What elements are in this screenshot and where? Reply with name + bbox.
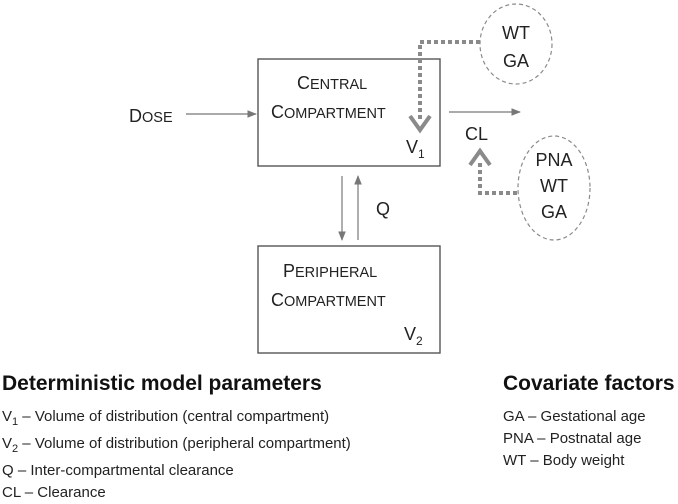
- covariate-list-volume: WT GA: [502, 23, 530, 71]
- covariate-ellipse-clearance: [517, 135, 591, 241]
- cl-label: CL: [465, 124, 488, 144]
- peripheral-label-line1: PERIPHERAL: [283, 261, 377, 281]
- dose-label: DOSE: [129, 106, 173, 126]
- param-symbol: CL: [2, 484, 21, 501]
- legend-param-item: CL – Clearance: [2, 482, 351, 504]
- param-description: – Clearance: [20, 484, 106, 501]
- covariate-item: WT: [502, 23, 530, 43]
- legend-cov-heading: Covariate factors: [503, 372, 675, 395]
- covariate-effect-arrowhead-volume: [408, 114, 432, 134]
- covariate-ellipse-volume: [479, 3, 553, 85]
- param-symbol: Q: [2, 462, 14, 479]
- peripheral-volume-label: V2: [404, 324, 423, 348]
- param-subscript: 2: [12, 443, 19, 455]
- covariate-effect-arrow-clearance: [478, 160, 517, 195]
- covariate-item: WT: [540, 176, 568, 196]
- covariate-item: GA: [541, 202, 567, 222]
- peripheral-label-line2: COMPARTMENT: [271, 290, 386, 310]
- q-label: Q: [376, 199, 390, 219]
- param-subscript: 1: [12, 416, 19, 428]
- legend-param-item: V2 – Volume of distribution (peripheral …: [2, 433, 351, 460]
- covariate-item: GA: [503, 51, 529, 71]
- legend-param-item: V1 – Volume of distribution (central com…: [2, 406, 351, 433]
- param-description: – Inter-compartmental clearance: [13, 462, 234, 479]
- central-volume-label: V1: [406, 137, 425, 161]
- legend-param-item: Q – Inter-compartmental clearance: [2, 460, 351, 482]
- legend-covariate-item: PNA – Postnatal age: [503, 430, 642, 447]
- central-label-line2: COMPARTMENT: [271, 102, 386, 122]
- param-symbol: V: [2, 408, 13, 425]
- legend-params-heading: Deterministic model parameters: [2, 372, 322, 395]
- legend-params-list: V1 – Volume of distribution (central com…: [2, 406, 351, 504]
- param-description: – Volume of distribution (central compar…: [18, 408, 330, 425]
- covariate-item: PNA: [535, 150, 572, 170]
- legend-model-parameters: Deterministic model parameters V1 – Volu…: [2, 372, 351, 504]
- central-label-line1: CENTRAL: [297, 73, 367, 93]
- legend-covariate-item: GA – Gestational age: [503, 408, 646, 425]
- covariate-effect-arrowhead-clearance: [468, 147, 492, 167]
- legend-covariate-item: WT – Body weight: [503, 452, 625, 469]
- peripheral-compartment-box: [257, 245, 441, 354]
- central-compartment-box: [257, 58, 441, 167]
- covariate-list-clearance: PNA WT GA: [535, 150, 572, 222]
- param-symbol: V: [2, 435, 13, 452]
- param-description: – Volume of distribution (peripheral com…: [18, 435, 351, 452]
- covariate-effect-arrow-volume: [418, 40, 480, 120]
